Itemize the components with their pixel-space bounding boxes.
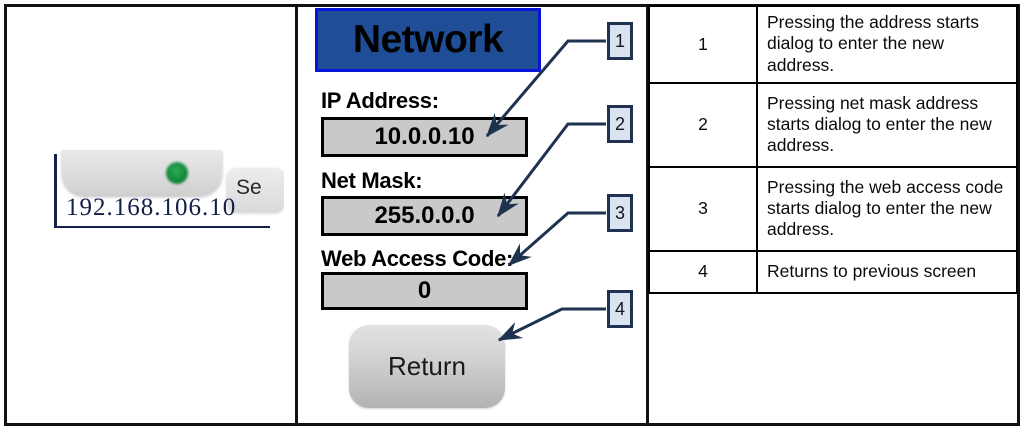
device-left-bar [54,154,57,228]
dialog-title-bar: Network [315,8,541,72]
callout-1: 1 [607,22,633,60]
device-underline [56,226,270,228]
net-mask-label: Net Mask: [321,168,423,193]
web-access-code-field[interactable]: 0 [321,272,528,310]
device-photo: Se 192.168.106.10 [52,150,284,228]
panel-divider-left [295,4,298,426]
device-ip-label: 192.168.106.10 [66,194,237,221]
legend-number-1: 1 [648,4,758,85]
legend-table: 1 Pressing the address starts dialog to … [648,4,1018,295]
callout-1-number: 1 [614,30,625,51]
callout-3: 3 [607,194,633,232]
return-button-label: Return [387,351,467,381]
panel-divider-right [646,4,649,426]
callout-4: 4 [607,290,633,328]
table-row: 2 Pressing net mask address starts dialo… [648,82,1018,169]
legend-description-4: Returns to previous screen [756,250,1018,295]
net-mask-value: 255.0.0.0 [374,202,475,229]
legend-description-3: Pressing the web access code starts dial… [756,166,1018,253]
ip-address-label: IP Address: [321,88,439,113]
table-row: 4 Returns to previous screen [648,250,1018,295]
device-body [62,150,222,196]
callout-2-number: 2 [614,113,625,134]
device-side-button[interactable]: Se [227,168,284,212]
outer-frame [4,4,1020,426]
ip-address-field[interactable]: 10.0.0.10 [321,117,528,157]
return-button[interactable]: Return [349,325,505,408]
device-side-button-label: Se [236,176,262,199]
net-mask-field[interactable]: 255.0.0.0 [321,196,528,236]
legend-number-4: 4 [648,250,758,295]
table-row: 3 Pressing the web access code starts di… [648,166,1018,253]
green-status-led-icon [166,162,188,184]
web-access-code-label: Web Access Code: [321,246,514,271]
ip-address-value: 10.0.0.10 [374,123,475,150]
web-access-code-value: 0 [417,277,432,304]
legend-number-3: 3 [648,166,758,253]
callout-2: 2 [607,105,633,143]
table-row: 1 Pressing the address starts dialog to … [648,4,1018,85]
page-title: Network [352,18,504,61]
callout-3-number: 3 [614,202,625,223]
legend-description-1: Pressing the address starts dialog to en… [756,4,1018,85]
legend-description-2: Pressing net mask address starts dialog … [756,82,1018,169]
callout-4-number: 4 [614,298,625,319]
legend-number-2: 2 [648,82,758,169]
